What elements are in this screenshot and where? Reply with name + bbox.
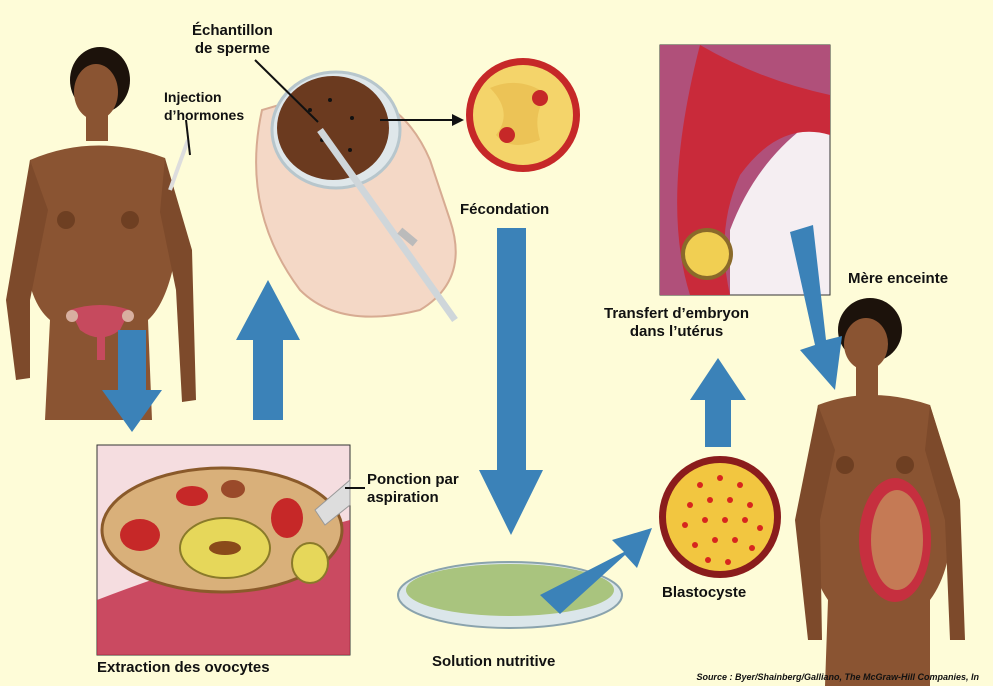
embryo-transfer-label-line2: dans l’utérus	[604, 323, 749, 341]
hormone-injection-label: Injection d’hormones	[164, 88, 244, 124]
sperm-sample-label: Échantillon de sperme	[192, 22, 273, 58]
source-credit: Source : Byer/Shainberg/Galliano, The Mc…	[696, 672, 979, 682]
hormone-injection-label-line2: d’hormones	[164, 106, 244, 124]
arrow-up-from-blastocyst	[690, 358, 746, 447]
blastocyst	[659, 456, 781, 578]
embryo-transfer-label-line1: Transfert d’embryon	[604, 305, 749, 323]
ovary-inset	[97, 445, 350, 655]
blastocyst-label: Blastocyste	[662, 584, 746, 602]
aspiration-label-line1: Ponction par	[367, 471, 459, 489]
hand-with-sperm-dish	[256, 72, 456, 320]
hormone-injection-label-line1: Injection	[164, 88, 244, 106]
fertilization-label: Fécondation	[460, 201, 549, 219]
aspiration-label: Ponction par aspiration	[367, 471, 459, 507]
pregnant-mother-label: Mère enceinte	[848, 270, 948, 288]
embryo-transfer-label: Transfert d’embryon dans l’utérus	[604, 305, 749, 341]
nutrient-solution-label: Solution nutritive	[432, 653, 555, 671]
arrow-up-to-hand	[236, 280, 300, 420]
fertilized-egg	[466, 58, 580, 172]
oocyte-extraction-label: Extraction des ovocytes	[97, 659, 270, 677]
arrow-down-to-dish	[479, 228, 543, 535]
sperm-sample-label-line2: de sperme	[192, 40, 273, 58]
sperm-sample-label-line1: Échantillon	[192, 22, 273, 40]
aspiration-label-line2: aspiration	[367, 489, 459, 507]
